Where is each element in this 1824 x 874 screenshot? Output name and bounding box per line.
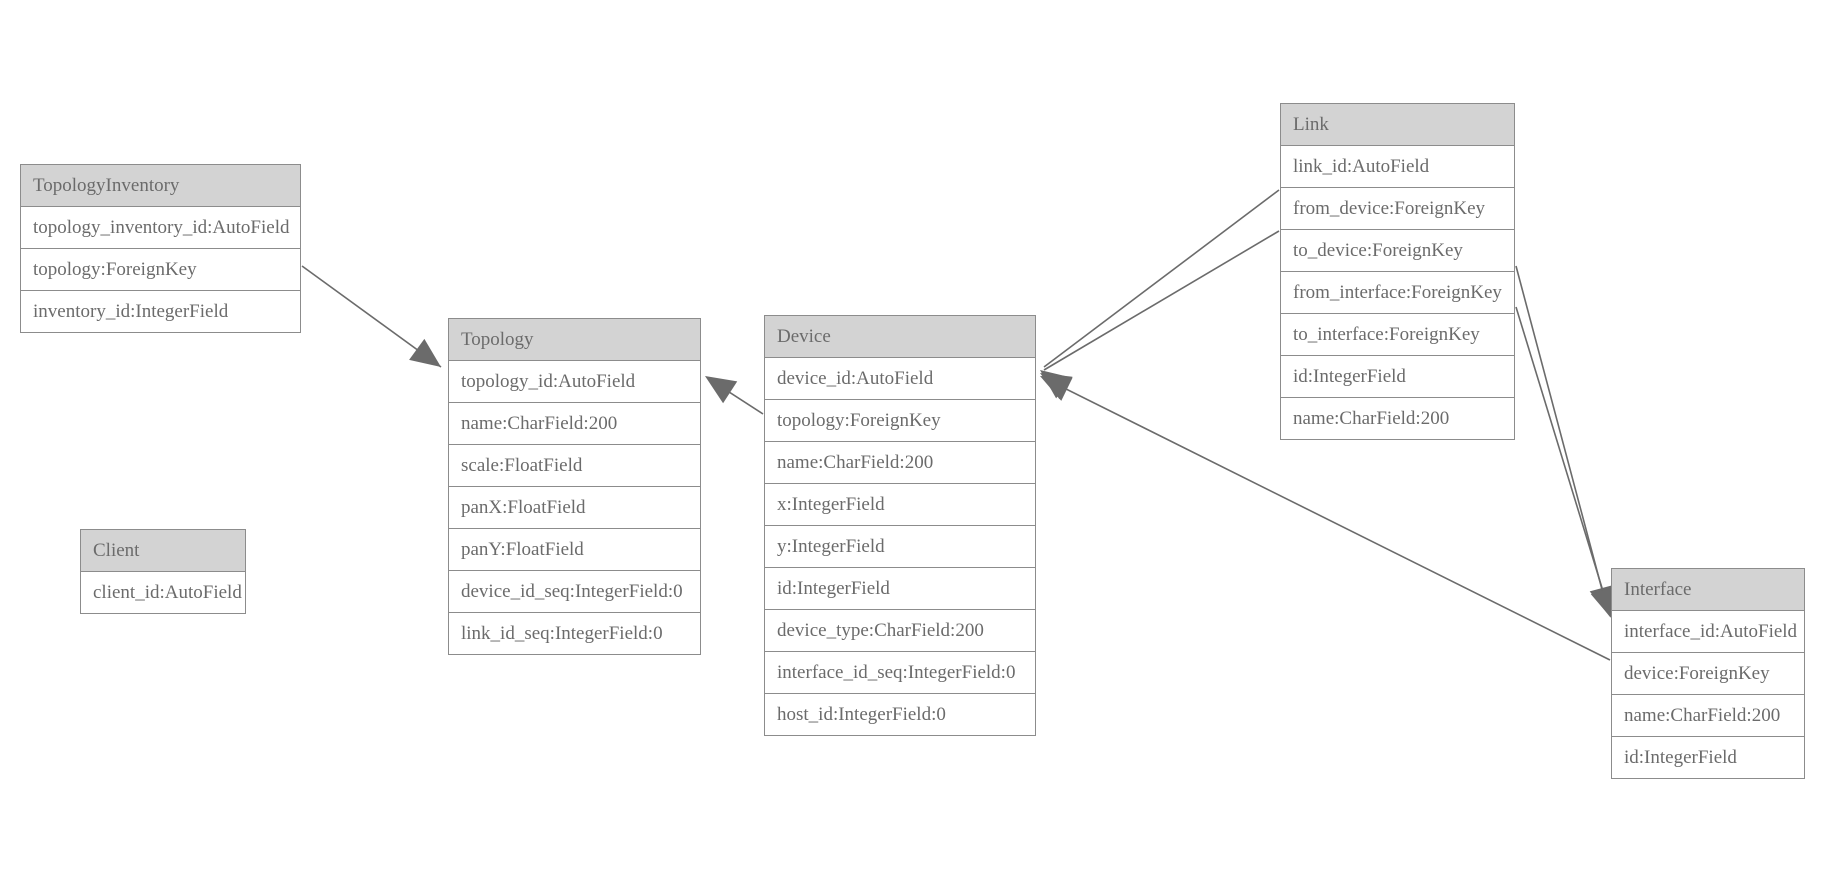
relationship-arrowhead <box>705 376 738 404</box>
entity-field-row[interactable]: name:CharField:200 <box>1612 695 1804 737</box>
entity-field-row[interactable]: device_id:AutoField <box>765 358 1035 400</box>
entity-field-row[interactable]: name:CharField:200 <box>765 442 1035 484</box>
entity-title-link: Link <box>1281 104 1514 146</box>
entity-field-row[interactable]: to_interface:ForeignKey <box>1281 314 1514 356</box>
relationship-arrowhead <box>1040 370 1072 399</box>
entity-field-row[interactable]: device_id_seq:IntegerField:0 <box>449 571 700 613</box>
entity-title-client: Client <box>81 530 245 572</box>
entity-title-interface: Interface <box>1612 569 1804 611</box>
entity-field-row[interactable]: client_id:AutoField <box>81 572 245 613</box>
relationship-link-todevice-device <box>1040 230 1280 400</box>
entity-field-row[interactable]: id:IntegerField <box>1612 737 1804 778</box>
entity-field-row[interactable]: id:IntegerField <box>1281 356 1514 398</box>
relationship-arrowhead <box>1040 373 1073 400</box>
entity-field-row[interactable]: topology_id:AutoField <box>449 361 700 403</box>
entity-field-row[interactable]: device_type:CharField:200 <box>765 610 1035 652</box>
entity-field-row[interactable]: link_id_seq:IntegerField:0 <box>449 613 700 654</box>
relationship-line <box>708 378 764 415</box>
entity-field-row[interactable]: from_device:ForeignKey <box>1281 188 1514 230</box>
entity-field-row[interactable]: device:ForeignKey <box>1612 653 1804 695</box>
entity-field-row[interactable]: name:CharField:200 <box>1281 398 1514 439</box>
entity-field-row[interactable]: y:IntegerField <box>765 526 1035 568</box>
entity-field-row[interactable]: interface_id_seq:IntegerField:0 <box>765 652 1035 694</box>
entity-field-row[interactable]: topology_inventory_id:AutoField <box>21 207 300 249</box>
entity-field-row[interactable]: to_device:ForeignKey <box>1281 230 1514 272</box>
entity-title-topology_inventory: TopologyInventory <box>21 165 300 207</box>
entity-field-row[interactable]: x:IntegerField <box>765 484 1035 526</box>
entity-field-row[interactable]: scale:FloatField <box>449 445 700 487</box>
entity-field-row[interactable]: host_id:IntegerField:0 <box>765 694 1035 735</box>
entity-field-row[interactable]: inventory_id:IntegerField <box>21 291 300 332</box>
entity-field-row[interactable]: topology:ForeignKey <box>765 400 1035 442</box>
relationship-link-frominterface-interface <box>1515 265 1615 617</box>
entity-field-row[interactable]: panX:FloatField <box>449 487 700 529</box>
entity-title-device: Device <box>765 316 1035 358</box>
relationship-line <box>301 265 442 368</box>
entity-field-row[interactable]: from_interface:ForeignKey <box>1281 272 1514 314</box>
entity-title-topology: Topology <box>449 319 700 361</box>
relationship-line <box>1043 189 1280 368</box>
entity-field-row[interactable]: name:CharField:200 <box>449 403 700 445</box>
relationship-arrowhead <box>409 338 441 367</box>
entity-field-row[interactable]: interface_id:AutoField <box>1612 611 1804 653</box>
relationship-link-tointerface-interface <box>1515 306 1616 619</box>
relationship-topologyinventory-topology <box>301 265 442 368</box>
relationship-line <box>1515 265 1609 613</box>
relationship-link-fromdevice-device <box>1040 189 1280 399</box>
entity-field-row[interactable]: link_id:AutoField <box>1281 146 1514 188</box>
relationship-line <box>1043 230 1280 371</box>
entity-field-row[interactable]: topology:ForeignKey <box>21 249 300 291</box>
entity-field-row[interactable]: panY:FloatField <box>449 529 700 571</box>
relationship-device-topology <box>705 376 764 415</box>
entity-field-row[interactable]: id:IntegerField <box>765 568 1035 610</box>
relationship-line <box>1515 306 1611 615</box>
relationship-arrowhead <box>1040 376 1073 401</box>
